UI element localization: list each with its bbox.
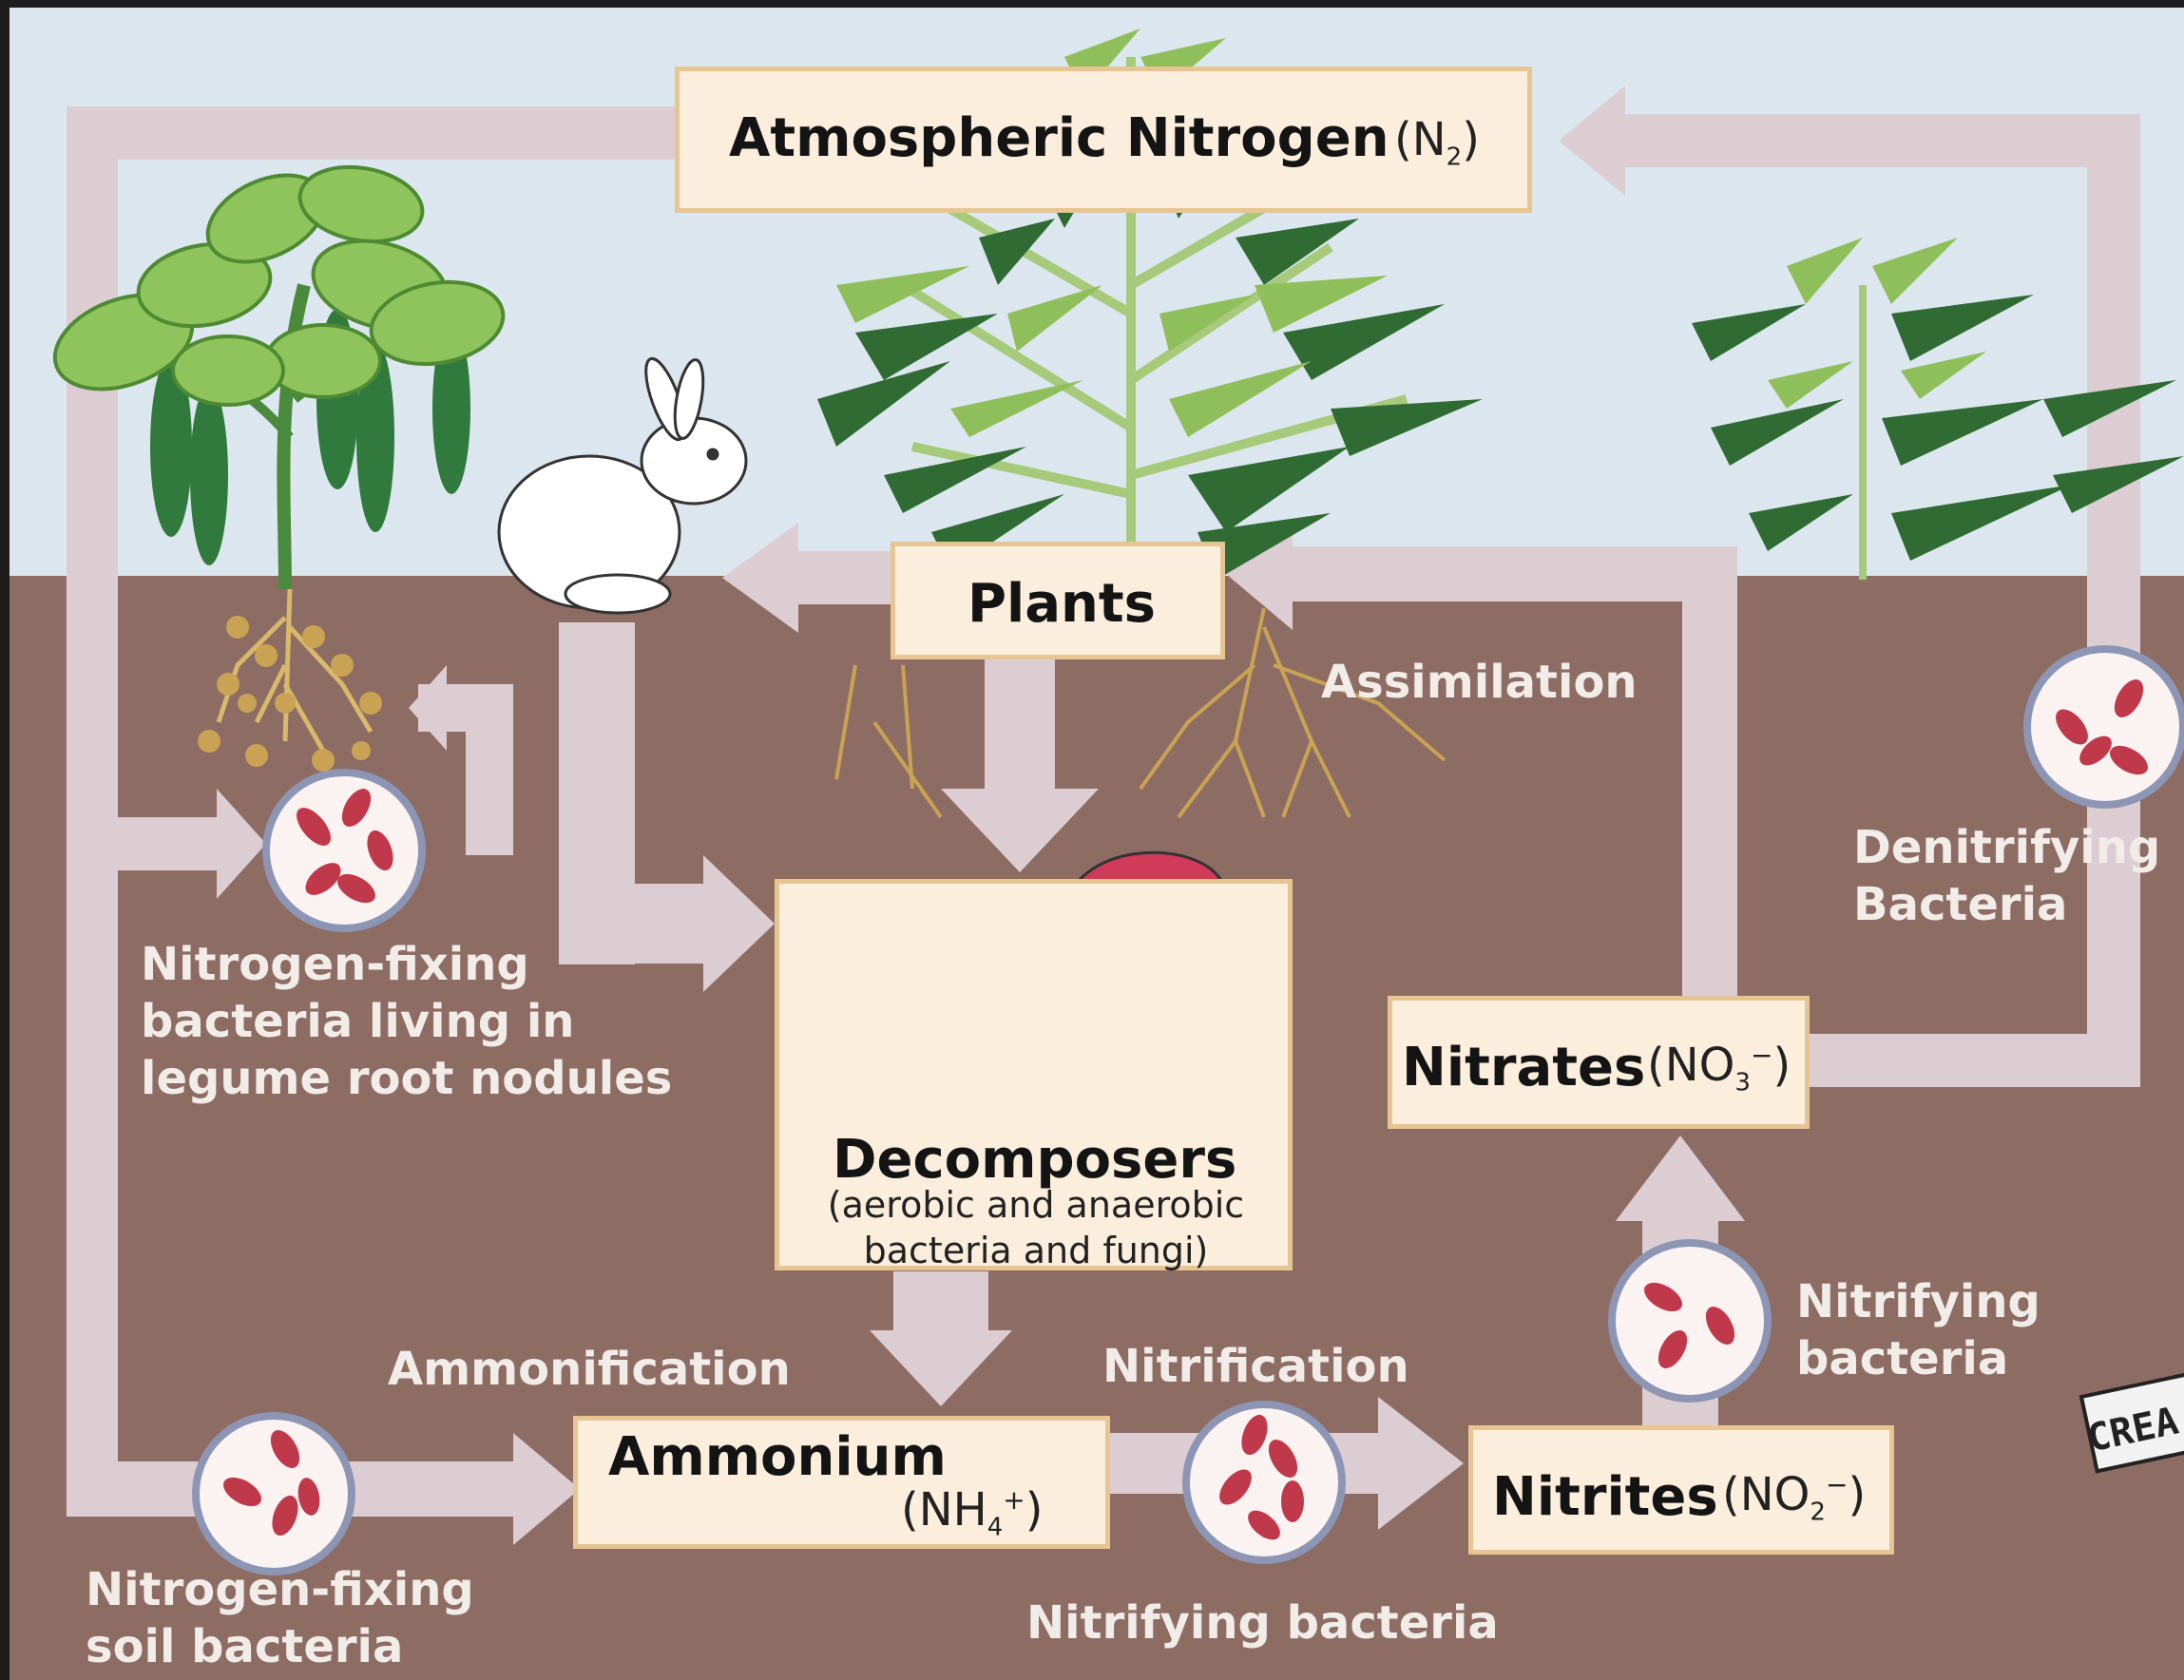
corner-sign bbox=[2079, 1370, 2184, 1474]
nitrifying-right-line2: bacteria bbox=[1796, 1332, 2009, 1385]
plants-label: Plants bbox=[967, 573, 1156, 635]
ammonification-label: Ammonification bbox=[388, 1343, 791, 1396]
legume-plant bbox=[52, 164, 506, 772]
n2-subscript: 2 bbox=[1446, 143, 1463, 172]
no2-close: ) bbox=[1848, 1468, 1867, 1521]
nh4-superscript: + bbox=[1003, 1484, 1025, 1516]
soil-bacteria-line2: soil bacteria bbox=[86, 1620, 404, 1673]
atmospheric-nitrogen-box: Atmospheric Nitrogen (N2) bbox=[675, 67, 1532, 213]
denitrifying-bacteria-label: Denitrifying Bacteria bbox=[1853, 819, 2160, 933]
soil-bacteria-label: Nitrogen-fixing soil bacteria bbox=[86, 1561, 474, 1675]
nh4-close: ) bbox=[1025, 1483, 1044, 1537]
nitrates-formula: (NO3−) bbox=[1647, 1039, 1791, 1098]
nitrites-formula: (NO2−) bbox=[1722, 1468, 1866, 1527]
plants-box: Plants bbox=[891, 542, 1225, 659]
no3-close: ) bbox=[1772, 1039, 1791, 1092]
decomposers-description: (aerobic and anaerobic bacteria and fung… bbox=[789, 1182, 1283, 1273]
nitrifying-bacteria-right-label: Nitrifying bacteria bbox=[1796, 1273, 2040, 1387]
soil-bacteria-line1: Nitrogen-fixing bbox=[86, 1563, 474, 1616]
ammonium-box: Ammonium (NH4+) bbox=[573, 1416, 1110, 1549]
assimilation-label: Assimilation bbox=[1321, 656, 1638, 709]
denitrifying-line1: Denitrifying bbox=[1853, 821, 2161, 874]
atmospheric-nitrogen-label: Atmospheric Nitrogen bbox=[729, 107, 1389, 169]
no2-subscript: 2 bbox=[1810, 1498, 1826, 1527]
no3-subscript: 3 bbox=[1734, 1068, 1751, 1098]
legume-bacteria-label: Nitrogen-fixing bacteria living in legum… bbox=[141, 936, 672, 1107]
decomposers-desc-line1: (aerobic and anaerobic bbox=[827, 1184, 1245, 1226]
nitrates-box: Nitrates (NO3−) bbox=[1388, 996, 1810, 1129]
no3-formula-text: (NO bbox=[1647, 1039, 1735, 1092]
nitrites-label: Nitrites bbox=[1492, 1466, 1718, 1528]
legume-bacteria-line3: legume root nodules bbox=[141, 1052, 673, 1105]
decomposers-label: Decomposers bbox=[833, 1129, 1237, 1191]
decomposers-box: Decomposers (aerobic and anaerobic bacte… bbox=[775, 879, 1293, 1273]
legume-bacteria-line2: bacteria living in bbox=[141, 995, 575, 1048]
nitrifying-right-line1: Nitrifying bbox=[1796, 1275, 2040, 1328]
ammonium-formula: (NH4+) bbox=[901, 1483, 1043, 1542]
nitrification-label: Nitrification bbox=[1102, 1340, 1409, 1393]
atmospheric-nitrogen-formula: (N2) bbox=[1394, 113, 1480, 172]
no3-superscript: − bbox=[1750, 1040, 1773, 1071]
legume-bacteria-line1: Nitrogen-fixing bbox=[141, 938, 529, 991]
nitrifying-bacteria-bottom-label: Nitrifying bacteria bbox=[1026, 1596, 1499, 1650]
n2-close: ) bbox=[1462, 113, 1480, 166]
decomposers-desc-line2: bacteria and fungi) bbox=[863, 1230, 1209, 1271]
rabbit bbox=[497, 356, 748, 615]
cycle-arrows bbox=[67, 86, 2140, 1545]
nh4-formula-text: (NH bbox=[901, 1483, 987, 1537]
nitrites-box: Nitrites (NO2−) bbox=[1468, 1425, 1894, 1555]
ammonium-label: Ammonium bbox=[608, 1426, 947, 1488]
n2-formula-text: (N bbox=[1394, 113, 1446, 166]
nitrates-label: Nitrates bbox=[1402, 1037, 1646, 1098]
nh4-subscript: 4 bbox=[987, 1513, 1004, 1542]
no2-superscript: − bbox=[1825, 1469, 1849, 1500]
no2-formula-text: (NO bbox=[1722, 1468, 1810, 1521]
denitrifying-line2: Bacteria bbox=[1853, 878, 2068, 931]
right-plant bbox=[1692, 238, 2184, 580]
